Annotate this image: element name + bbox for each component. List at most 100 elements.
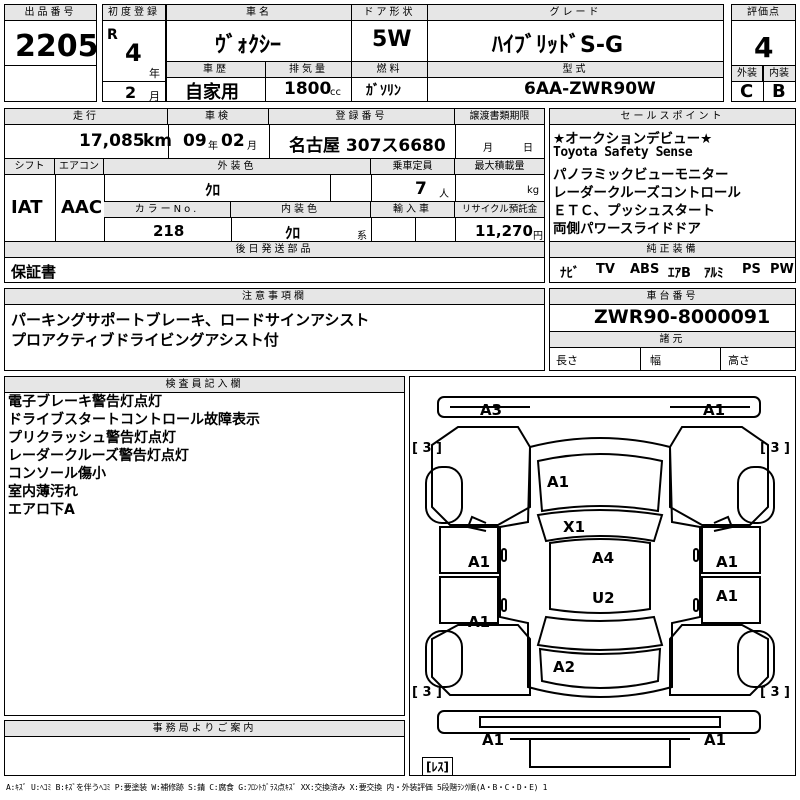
inspection-year: 09 — [183, 131, 207, 151]
equip-airbag: ｴｱB — [668, 266, 691, 281]
interior-color: ｸﾛ — [285, 224, 301, 242]
capacity: 7 — [415, 179, 427, 199]
equip-abs: ABS — [630, 262, 660, 277]
color-no: 218 — [153, 222, 185, 240]
shift: IAT — [11, 197, 43, 218]
mileage: 17,085 — [79, 131, 145, 151]
width-label: 幅 — [650, 354, 661, 367]
model: 6AA-ZWR90W — [524, 79, 656, 99]
height-label: 高さ — [728, 354, 750, 367]
fuel-box: 燃料 ｶﾞｿﾘﾝ — [351, 61, 428, 102]
history-box: 車歴 自家用 — [166, 61, 266, 103]
inspection-month-unit: 月 — [247, 141, 257, 152]
score-label: 評価点 — [732, 5, 795, 21]
transfer-day: 日 — [523, 143, 533, 154]
first-registration-box: 初度登録 R 4 年 2 月 — [102, 4, 166, 103]
ext-label: 外装 — [732, 66, 763, 82]
mark-spare-tire: [ﾚｽ] — [422, 757, 453, 776]
note-line-2: プロアクティブドライビングアシスト付 — [11, 331, 279, 349]
lot-number: 2205 — [15, 29, 99, 64]
inspection-year-unit: 年 — [208, 141, 218, 152]
office-section: 事務局よりご案内 — [4, 720, 405, 776]
displacement-label: 排気量 — [266, 62, 351, 78]
mark-door-front-left: A1 — [468, 553, 491, 571]
capacity-label: 乗車定員 — [371, 159, 455, 175]
score-box: 評価点 4 外装 内装 C B — [731, 4, 796, 102]
model-box: 型式 6AA-ZWR90W — [427, 61, 724, 102]
note-line-1: パーキングサポートブレーキ、ロードサインアシスト — [11, 311, 370, 329]
name-label: 車名 — [167, 5, 351, 21]
load-label: 最大積載量 — [455, 159, 544, 175]
mark-tailgate: A2 — [553, 658, 576, 676]
mark-tire-rear-left: [ 3 ] — [412, 685, 442, 700]
grade-label: グレード — [428, 5, 723, 21]
door-label: ドア形状 — [352, 5, 427, 21]
lot-label: 出品番号 — [5, 5, 96, 21]
length-label: 長さ — [556, 354, 578, 367]
chassis-label: 車台番号 — [550, 289, 795, 305]
ac: AAC — [61, 197, 103, 218]
displacement: 1800 — [284, 79, 332, 99]
door-box: ドア形状 5W — [351, 4, 428, 62]
sales-point-3: パノラミックビューモニター — [553, 167, 729, 183]
model-label: 型式 — [428, 62, 723, 78]
inspector-section: 検査員記入欄 電子ブレーキ警告灯点灯 ドライブスタートコントロール故障表示 プリ… — [4, 376, 405, 716]
office-label: 事務局よりご案内 — [5, 721, 404, 737]
legend: A:ｷｽﾞ U:ﾍｺﾐ B:ｷｽﾞを伴うﾍｺﾐ P:要塗装 W:補修跡 S:錆 … — [6, 783, 548, 792]
mark-hood: A1 — [547, 473, 570, 491]
mark-door-rear-right: A1 — [716, 587, 739, 605]
mark-windshield: X1 — [563, 518, 586, 536]
displacement-unit: cc — [330, 87, 341, 98]
sales-point-4: レーダークルーズコントロール — [553, 185, 741, 201]
plate-number: 名古屋 307ス6680 — [289, 136, 446, 156]
damage-diagram: A3 A1 [ 3 ] [ 3 ] A1 X1 A1 A1 A4 A1 A1 U… — [409, 376, 796, 776]
mileage-unit: km — [143, 131, 173, 151]
later-parts: 保証書 — [11, 263, 57, 281]
equip-pw: PW — [770, 262, 794, 277]
int-label: 内装 — [763, 66, 795, 82]
car-name: ｳﾞｫｸｼｰ — [215, 33, 282, 58]
capacity-unit: 人 — [439, 189, 449, 200]
grade-box: グレード ﾊｲﾌﾞﾘｯﾄﾞS-G — [427, 4, 724, 62]
interior-color-label: 内装色 — [231, 202, 371, 218]
mark-tire-front-left: [ 3 ] — [412, 441, 442, 456]
mark-roof-rear: U2 — [592, 589, 615, 607]
year-unit: 年 — [149, 67, 160, 80]
history-label: 車歴 — [167, 62, 265, 78]
reg-year: 4 — [125, 39, 142, 67]
interior-color-unit: 系 — [357, 231, 367, 242]
sales-point-section: セールスポイント ★オークションデビュー★ Toyota Safety Sens… — [549, 108, 796, 283]
ac-label: エアコン — [55, 159, 104, 175]
inspector-label: 検査員記入欄 — [5, 377, 404, 393]
mark-rear-left: A1 — [482, 731, 505, 749]
mark-tire-rear-right: [ 3 ] — [760, 685, 790, 700]
mark-front-right: A1 — [703, 401, 726, 419]
fuel-label: 燃料 — [352, 62, 427, 78]
ext-grade: C — [740, 81, 754, 102]
fuel: ｶﾞｿﾘﾝ — [366, 83, 401, 99]
load-unit: kg — [527, 185, 540, 196]
chassis-number: ZWR90-8000091 — [594, 306, 771, 328]
recycle-fee: 11,270 — [475, 222, 533, 240]
inspector-line-6: 室内薄汚れ — [8, 484, 78, 500]
recycle-unit: 円 — [533, 231, 543, 242]
grade: ﾊｲﾌﾞﾘｯﾄﾞS-G — [492, 33, 624, 58]
inspector-line-5: コンソール傷小 — [8, 466, 106, 482]
name-box: 車名 ｳﾞｫｸｼｰ — [166, 4, 352, 62]
mileage-label: 走行 — [5, 109, 168, 125]
inspector-line-2: ドライブスタートコントロール故障表示 — [8, 412, 260, 428]
inspection-label: 車検 — [168, 109, 269, 125]
sales-point-2: Toyota Safety Sense — [553, 145, 693, 160]
exterior-color: ｸﾛ — [205, 181, 221, 199]
transfer-month: 月 — [483, 143, 493, 154]
mark-rear-right: A1 — [704, 731, 727, 749]
equip-alloy: ｱﾙﾐ — [704, 266, 724, 281]
import-label: 輸入車 — [371, 202, 455, 218]
transfer-label: 譲渡書類期限 — [455, 109, 544, 125]
car-outline — [425, 396, 775, 768]
door-type: 5W — [372, 27, 412, 52]
equipment-label: 純正装備 — [550, 242, 795, 258]
plate-label: 登録番号 — [269, 109, 455, 125]
sales-point-label: セールスポイント — [550, 109, 795, 125]
mark-tire-front-right: [ 3 ] — [760, 441, 790, 456]
